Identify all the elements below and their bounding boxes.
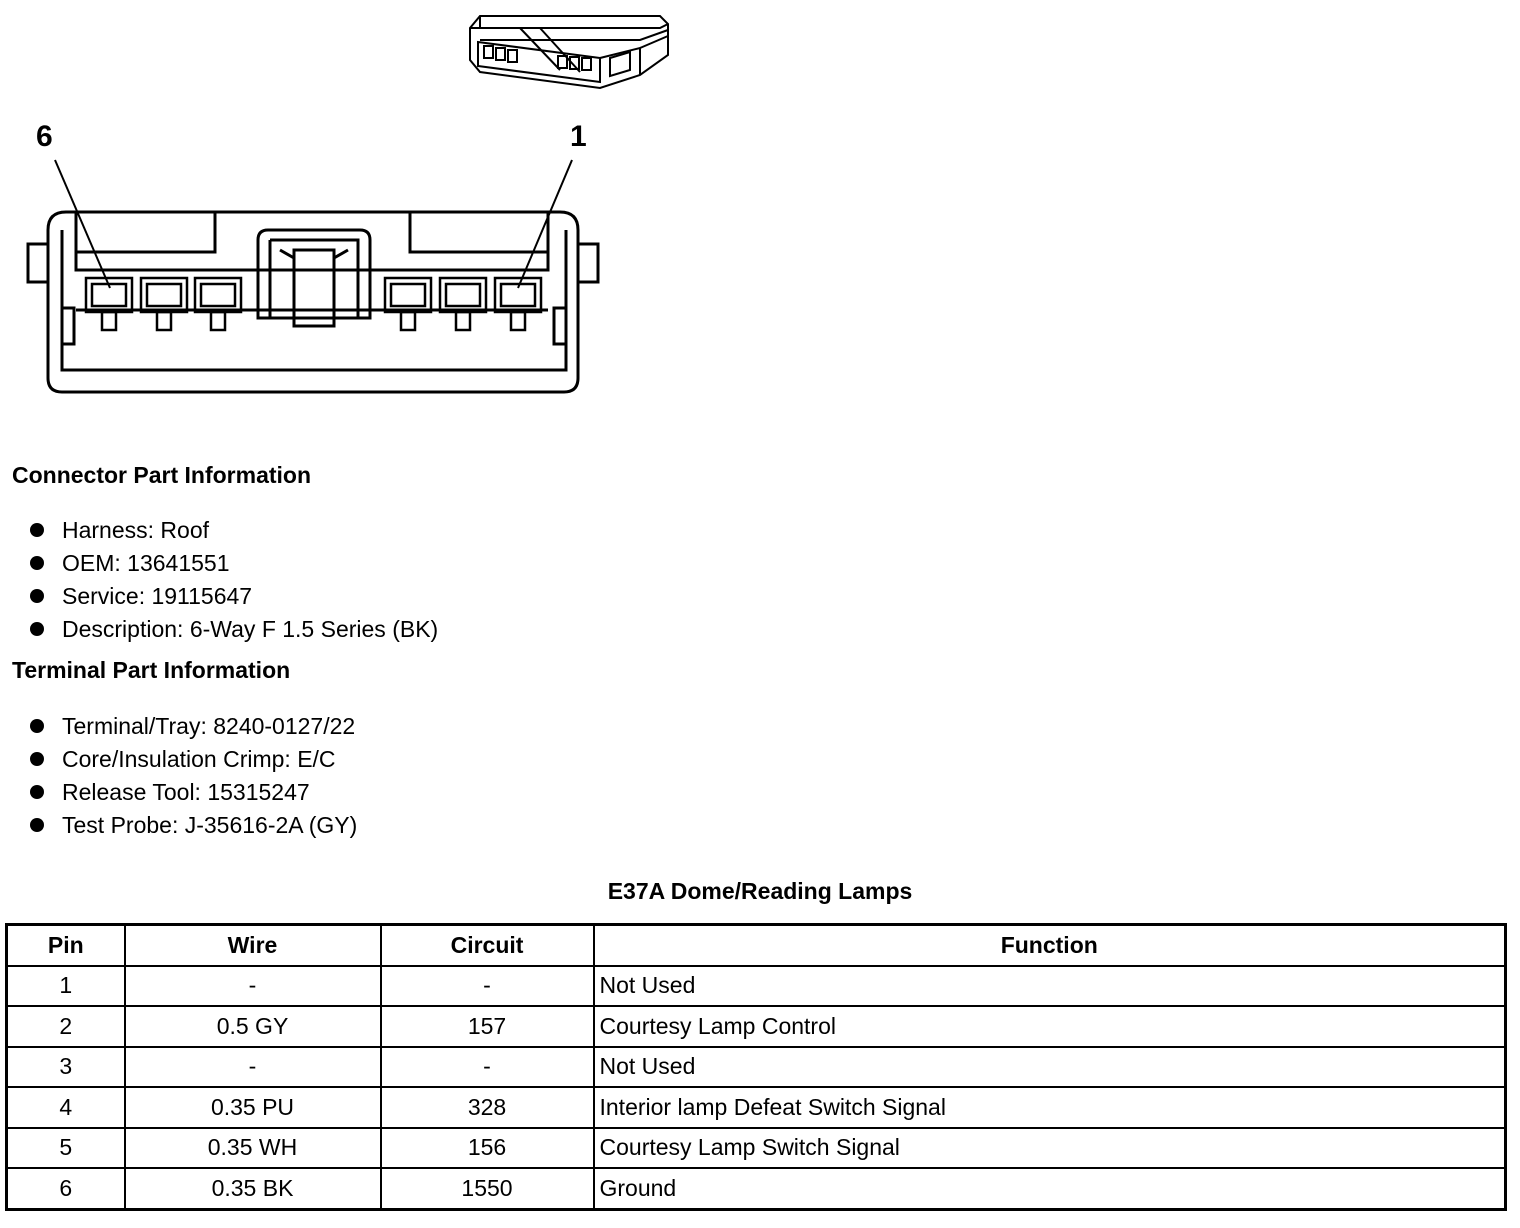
bullet-icon xyxy=(30,752,44,766)
cell-circuit: 156 xyxy=(379,1126,595,1169)
release-tool-text: Release Tool: 15315247 xyxy=(62,779,310,805)
cell-pin: 6 xyxy=(5,1167,126,1210)
cell-circuit: - xyxy=(379,964,595,1007)
terminal-tray-text: Terminal/Tray: 8240-0127/22 xyxy=(62,713,356,739)
pin-table-title: E37A Dome/Reading Lamps xyxy=(607,878,913,904)
cell-function: Ground xyxy=(592,1167,1507,1210)
bullet-icon xyxy=(30,818,44,832)
table-row: 6 0.35 BK 1550 Ground xyxy=(5,1167,1507,1210)
table-row: 5 0.35 WH 156 Courtesy Lamp Switch Signa… xyxy=(5,1126,1507,1169)
cell-wire: - xyxy=(123,964,382,1007)
cell-wire: 0.5 GY xyxy=(123,1005,382,1048)
list-item: OEM: 13641551 xyxy=(28,547,438,580)
cell-pin: 2 xyxy=(5,1005,126,1048)
connector-part-info-list: Harness: Roof OEM: 13641551 Service: 191… xyxy=(28,514,438,646)
cell-pin: 5 xyxy=(5,1126,126,1169)
cell-pin: 4 xyxy=(5,1086,126,1129)
bullet-icon xyxy=(30,622,44,636)
pin-6-label: 6 xyxy=(36,120,53,153)
cell-circuit: - xyxy=(379,1045,595,1088)
list-item: Core/Insulation Crimp: E/C xyxy=(28,743,357,776)
terminal-part-info-list: Terminal/Tray: 8240-0127/22 Core/Insulat… xyxy=(28,710,357,842)
pin-1-label: 1 xyxy=(570,120,587,153)
cell-pin: 3 xyxy=(5,1045,126,1088)
table-row: 2 0.5 GY 157 Courtesy Lamp Control xyxy=(5,1005,1507,1048)
cell-wire: 0.35 BK xyxy=(123,1167,382,1210)
header-function: Function xyxy=(592,923,1507,967)
pin-table: Pin Wire Circuit Function 1 - - Not Used… xyxy=(5,923,1507,1211)
cell-function: Not Used xyxy=(592,1045,1507,1088)
bullet-icon xyxy=(30,556,44,570)
table-header-row: Pin Wire Circuit Function xyxy=(5,923,1507,967)
bullet-icon xyxy=(30,785,44,799)
table-row: 1 - - Not Used xyxy=(5,964,1507,1007)
connector-part-info-heading: Connector Part Information xyxy=(12,462,312,488)
bullet-icon xyxy=(30,589,44,603)
harness-text: Harness: Roof xyxy=(62,517,210,543)
cell-function: Not Used xyxy=(592,964,1507,1007)
list-item: Harness: Roof xyxy=(28,514,438,547)
table-row: 4 0.35 PU 328 Interior lamp Defeat Switc… xyxy=(5,1086,1507,1129)
table-row: 3 - - Not Used xyxy=(5,1045,1507,1088)
cell-wire: 0.35 PU xyxy=(123,1086,382,1129)
cell-pin: 1 xyxy=(5,964,126,1007)
cell-wire: 0.35 WH xyxy=(123,1126,382,1169)
header-circuit: Circuit xyxy=(379,923,595,967)
test-probe-text: Test Probe: J-35616-2A (GY) xyxy=(62,812,358,838)
service-text: Service: 19115647 xyxy=(62,583,253,609)
list-item: Test Probe: J-35616-2A (GY) xyxy=(28,809,357,842)
header-pin: Pin xyxy=(5,923,126,967)
list-item: Terminal/Tray: 8240-0127/22 xyxy=(28,710,357,743)
bullet-icon xyxy=(30,719,44,733)
cell-function: Courtesy Lamp Control xyxy=(592,1005,1507,1048)
connector-face-drawing xyxy=(26,159,600,394)
connector-thumbnail-drawing xyxy=(469,15,669,90)
bullet-icon xyxy=(30,523,44,537)
list-item: Service: 19115647 xyxy=(28,580,438,613)
cell-wire: - xyxy=(123,1045,382,1088)
cell-function: Courtesy Lamp Switch Signal xyxy=(592,1126,1507,1169)
list-item: Description: 6-Way F 1.5 Series (BK) xyxy=(28,613,438,646)
header-wire: Wire xyxy=(123,923,382,967)
cell-circuit: 328 xyxy=(379,1086,595,1129)
crimp-text: Core/Insulation Crimp: E/C xyxy=(62,746,336,772)
cell-function: Interior lamp Defeat Switch Signal xyxy=(592,1086,1507,1129)
cell-circuit: 1550 xyxy=(379,1167,595,1210)
oem-text: OEM: 13641551 xyxy=(62,550,230,576)
description-text: Description: 6-Way F 1.5 Series (BK) xyxy=(62,616,439,642)
list-item: Release Tool: 15315247 xyxy=(28,776,357,809)
cell-circuit: 157 xyxy=(379,1005,595,1048)
terminal-part-info-heading: Terminal Part Information xyxy=(12,657,291,683)
